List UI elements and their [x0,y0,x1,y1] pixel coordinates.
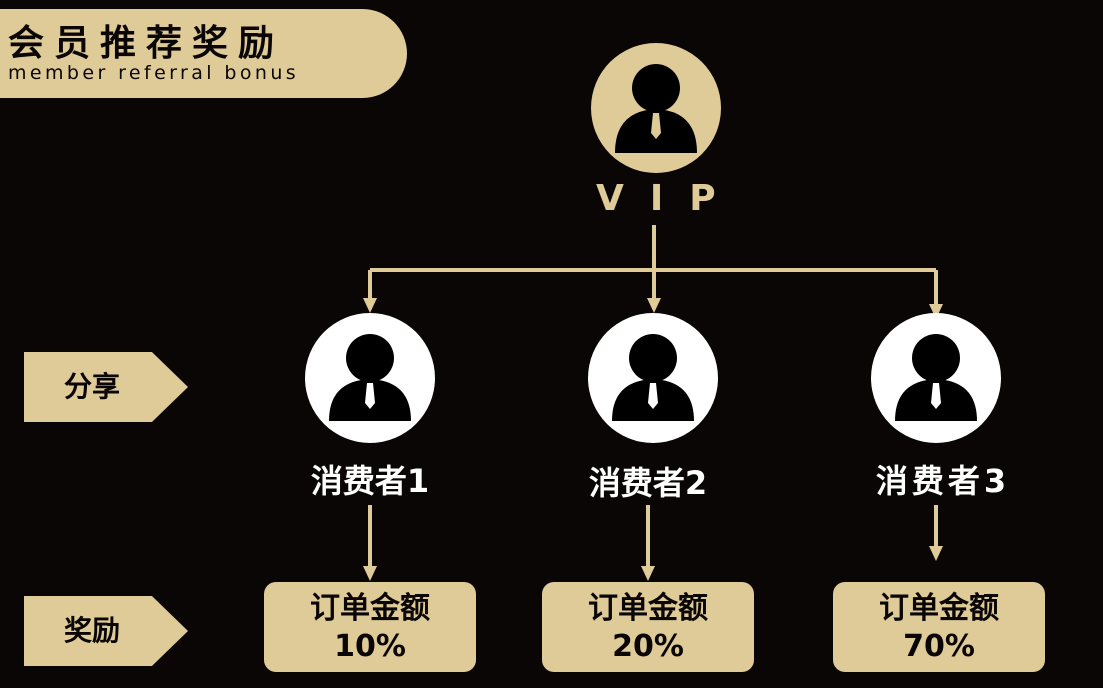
consumer-avatar [871,313,1001,443]
reward-title: 订单金额 [310,591,430,626]
page-subtitle: member referral bonus [8,62,300,84]
reward-title: 订单金额 [588,591,708,626]
consumer-label: 消费者3 [875,462,1011,500]
consumer-label: 消费者1 [310,462,430,500]
title-banner [0,9,407,98]
vip-avatar [591,43,721,173]
consumer-avatar [588,313,718,443]
vip-label: VIP [596,178,742,219]
person-icon [329,334,411,421]
reward-percent: 10% [334,629,406,664]
consumer-label: 消费者2 [588,464,708,502]
reward-tag: 奖励 [24,596,188,666]
share-tag: 分享 [24,352,188,422]
person-icon [612,334,694,421]
person-icon [615,64,697,153]
page-title: 会员推荐奖励 [8,23,285,64]
person-icon [895,334,977,421]
reward-title: 订单金额 [879,591,999,626]
reward-percent: 20% [612,629,684,664]
consumer-avatar [305,313,435,443]
reward-percent: 70% [903,629,975,664]
